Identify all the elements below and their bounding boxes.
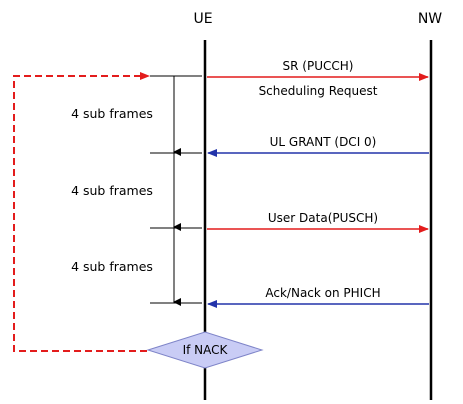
interval-label-2: 4 sub frames [71,183,153,198]
decision-diamond [146,331,264,369]
decision-label: If NACK [183,343,229,357]
message-label-ack-nack: Ack/Nack on PHICH [265,286,380,300]
entity-ue-label: UE [193,11,212,27]
retry-loop-line [13,75,147,352]
retry-loop-arrowhead [140,72,150,80]
interval-label-3: 4 sub frames [71,259,153,274]
message-label-scheduling-request: Scheduling Request [259,84,378,98]
message-label-user-data: User Data(PUSCH) [268,211,378,225]
message-label-ul-grant: UL GRANT (DCI 0) [270,135,377,149]
message-label-sr: SR (PUCCH) [283,59,354,73]
entity-nw-label: NW [418,11,442,27]
interval-label-1: 4 sub frames [71,106,153,121]
